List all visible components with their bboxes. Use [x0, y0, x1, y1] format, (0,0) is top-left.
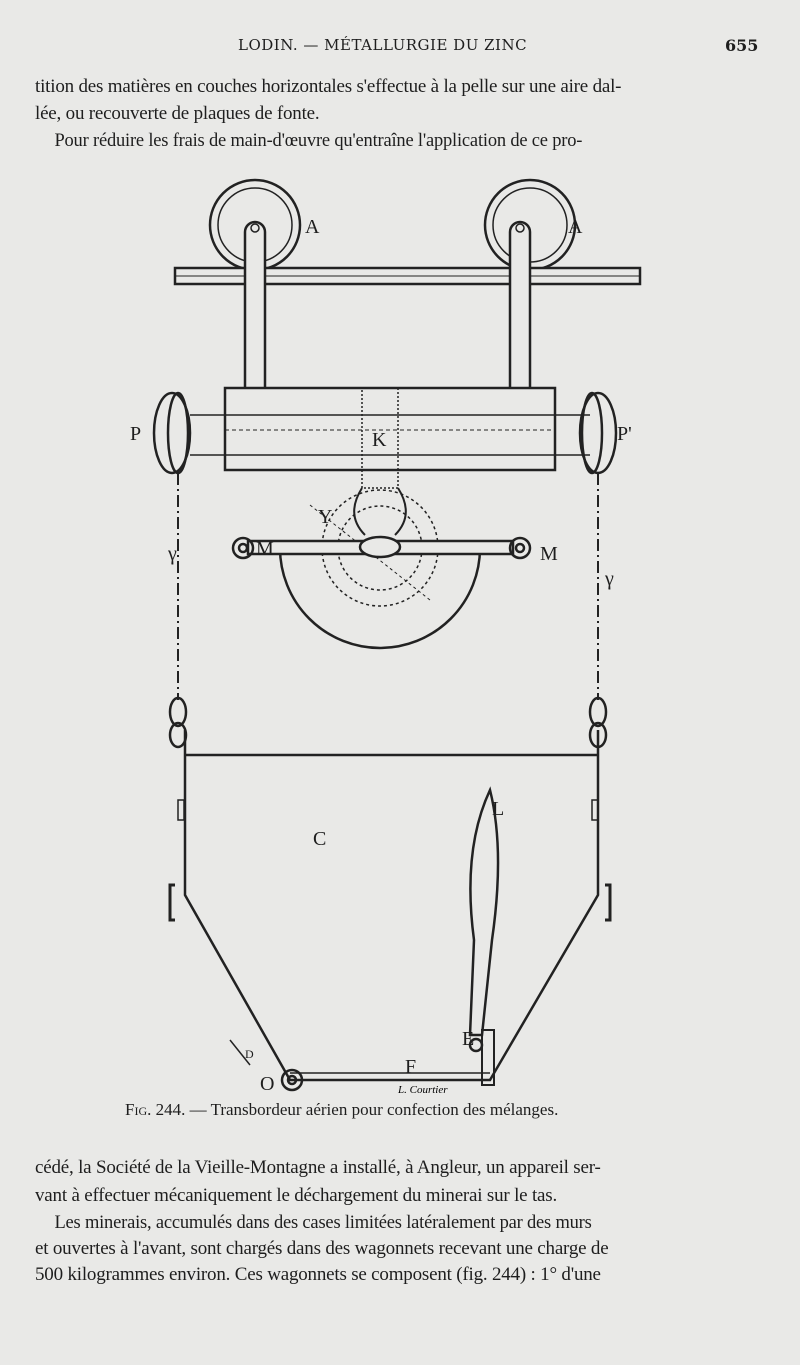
caption-prefix: Fig. 244. — [125, 1100, 186, 1119]
screw-column-k — [361, 387, 399, 489]
caption-text: — Transbordeur aérien pour confection de… — [185, 1100, 559, 1119]
lever-l — [468, 786, 500, 1037]
text-line: et ouvertes à l'avant, sont chargés dans… — [35, 1238, 609, 1259]
label-c: C — [313, 828, 326, 850]
text-line: tition des matières en couches horizonta… — [35, 76, 622, 97]
label-p-right: P' — [617, 423, 632, 445]
text-line: 500 kilogrammes environ. Ces wagonnets s… — [35, 1264, 601, 1285]
label-gamma-right: γ — [604, 568, 614, 590]
label-l: L — [492, 798, 504, 820]
figure-labels: A A P P' K Y γ γ M M L C E O F D L. Cour… — [130, 216, 632, 1096]
page-number: 655 — [725, 36, 759, 55]
label-p-left: P — [130, 423, 141, 445]
label-a-right: A — [568, 216, 583, 238]
label-m-right: M — [540, 543, 558, 565]
label-k: K — [372, 429, 387, 451]
figure-244-transbordeur: A A P P' K Y γ γ M M L C E O F D L. Cour… — [130, 178, 642, 1096]
pulley-left — [152, 391, 192, 475]
text-line: vant à effectuer mécaniquement le déchar… — [35, 1185, 558, 1206]
text-line: lée, ou recouverte de plaques de fonte. — [35, 103, 320, 124]
label-gamma-left: γ — [167, 543, 177, 565]
pulley-right — [578, 391, 618, 475]
label-e: E — [462, 1028, 474, 1050]
running-header: LODIN. — MÉTALLURGIE DU ZINC 655 — [0, 36, 800, 60]
engraver-signature: L. Courtier — [397, 1084, 448, 1096]
bucket-c — [183, 730, 600, 1082]
carriage-body — [223, 386, 557, 472]
hinge-o — [280, 1068, 304, 1092]
text-line: cédé, la Société de la Vieille-Montagne … — [35, 1157, 601, 1178]
figure-caption: Fig. 244. — Transbordeur aérien pour con… — [125, 1100, 558, 1120]
hanger-left — [243, 220, 267, 388]
text-line: Pour réduire les frais de main-d'œuvre q… — [54, 130, 583, 151]
hanger-right — [508, 220, 532, 388]
sector-wheel — [278, 547, 482, 650]
text-line: Les minerais, accumulés dans des cases l… — [54, 1212, 592, 1233]
label-d: D — [245, 1047, 254, 1061]
label-o: O — [260, 1073, 274, 1095]
running-title: LODIN. — MÉTALLURGIE DU ZINC — [238, 36, 528, 54]
label-y: Y — [318, 506, 332, 528]
label-f: F — [405, 1056, 416, 1078]
label-m-left: M — [256, 538, 274, 560]
label-a-left: A — [305, 216, 320, 238]
